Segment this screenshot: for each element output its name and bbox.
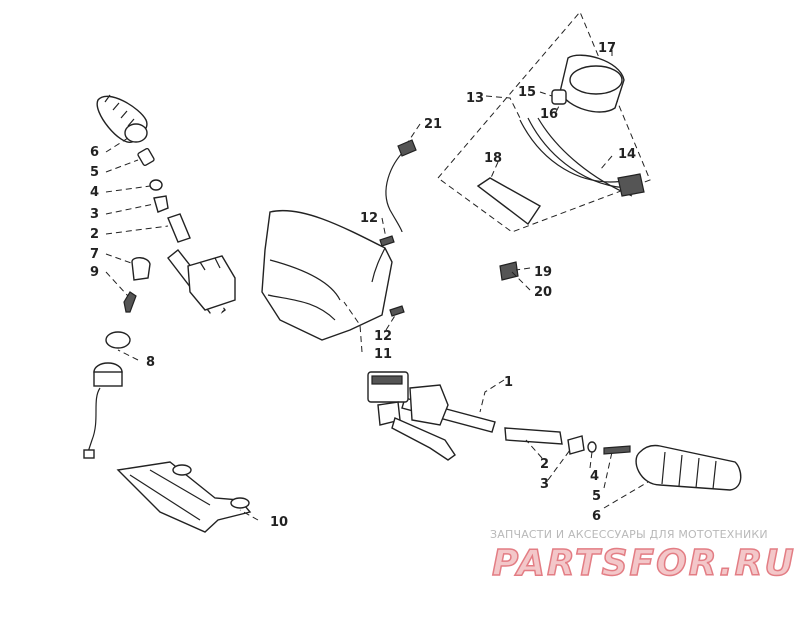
left-bar-end <box>153 195 169 213</box>
right-washer <box>587 441 597 453</box>
key-switch <box>83 362 123 459</box>
left-grip <box>96 94 148 143</box>
left-bar-plug <box>167 213 191 243</box>
callout-3-right: 3 <box>540 477 549 492</box>
key-switch-nut <box>105 331 131 349</box>
callout-1: 1 <box>504 375 513 390</box>
throttle-cable <box>385 149 406 233</box>
cable-fitting <box>397 139 417 157</box>
callout-18: 18 <box>484 151 502 166</box>
callout-13: 13 <box>466 91 484 106</box>
callout-21: 21 <box>424 117 442 132</box>
key-switch-cap <box>131 257 151 281</box>
brake-master-cylinder <box>367 371 456 461</box>
callout-2-left: 2 <box>90 227 99 242</box>
fairing <box>261 209 393 341</box>
callout-labels: 6 5 4 3 2 7 9 8 10 11 12 12 21 13 15 16 … <box>90 41 636 530</box>
callout-19: 19 <box>534 265 552 280</box>
callout-12-lower: 12 <box>374 329 392 344</box>
callout-8: 8 <box>146 355 155 370</box>
callout-5-right: 5 <box>592 489 601 504</box>
callout-4-left: 4 <box>90 185 99 200</box>
callout-12-upper: 12 <box>360 211 378 226</box>
right-grip <box>635 444 742 491</box>
callout-9: 9 <box>90 265 99 280</box>
callout-17: 17 <box>598 41 616 56</box>
ignition-key <box>123 291 137 313</box>
speedometer-assembly <box>437 11 651 281</box>
callout-10: 10 <box>270 515 288 530</box>
right-bar-plug <box>504 427 563 445</box>
callout-4-right: 4 <box>590 469 599 484</box>
callout-7: 7 <box>90 247 99 262</box>
callout-20: 20 <box>534 285 552 300</box>
left-end-screw <box>137 147 155 167</box>
callout-15: 15 <box>518 85 536 100</box>
left-switch-housing <box>187 255 236 311</box>
callout-6-left: 6 <box>90 145 99 160</box>
watermark-caption: ЗАПЧАСТИ И АКСЕССУАРЫ ДЛЯ МОТОТЕХНИКИ <box>490 528 768 541</box>
callout-2-right: 2 <box>540 457 549 472</box>
fairing-screw-lower <box>389 305 405 317</box>
right-end-screw <box>603 445 631 455</box>
callout-3-left: 3 <box>90 207 99 222</box>
callout-11: 11 <box>374 347 392 362</box>
callout-6-right: 6 <box>592 509 601 524</box>
mounting-bracket <box>116 461 252 533</box>
fairing-screw-upper <box>379 235 395 247</box>
callout-5-left: 5 <box>90 165 99 180</box>
watermark-logo: PARTSFOR.RU <box>491 542 796 585</box>
callout-14: 14 <box>618 147 636 162</box>
callout-16: 16 <box>540 107 558 122</box>
right-bar-end <box>567 435 585 455</box>
left-washer <box>149 179 163 191</box>
leader-lines <box>105 50 649 521</box>
